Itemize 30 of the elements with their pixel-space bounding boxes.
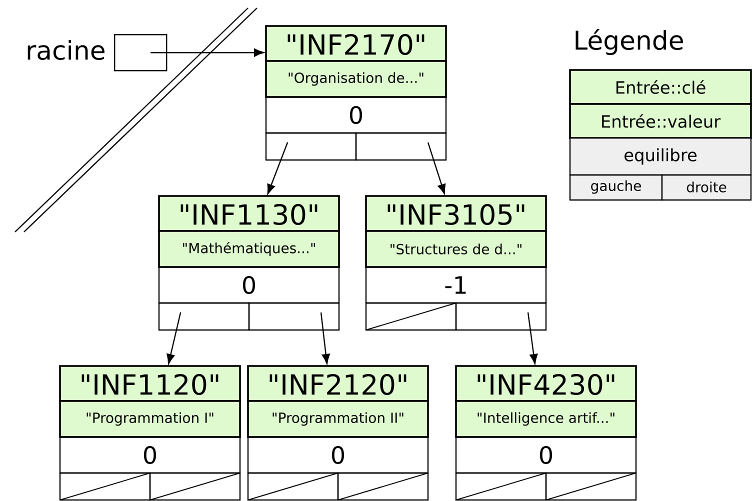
- value-cell: "Organisation de...": [265, 60, 447, 98]
- balance-cell: 0: [59, 436, 241, 474]
- balance-cell: 0: [455, 436, 637, 474]
- key-cell: "INF1120": [59, 365, 241, 402]
- balance-cell: 0: [265, 96, 447, 134]
- value-cell: "Structures de d...": [365, 230, 547, 268]
- key-cell: "INF1130": [158, 195, 340, 232]
- key-cell: "INF2170": [265, 25, 447, 62]
- key-cell: "INF3105": [365, 195, 547, 232]
- value-cell: Entrée::valeur: [569, 103, 752, 139]
- key-cell: "INF4230": [455, 365, 637, 402]
- key-cell: "INF2120": [247, 365, 429, 402]
- pointer-cell: droite: [661, 174, 752, 201]
- arrow: [427, 142, 446, 194]
- variable-label: racine: [28, 40, 104, 60]
- value-cell: "Programmation II": [247, 400, 429, 438]
- arrow: [150, 48, 264, 57]
- balance-cell: 0: [158, 266, 340, 304]
- pointer-cell: gauche: [569, 174, 663, 201]
- arrow: [320, 312, 330, 364]
- value-cell: "Mathématiques...": [158, 230, 340, 268]
- balance-cell: 0: [247, 436, 429, 474]
- balance-cell: -1: [365, 266, 547, 304]
- key-cell: Entrée::clé: [569, 69, 752, 105]
- arrow: [527, 312, 538, 364]
- arrow: [166, 312, 182, 364]
- value-cell: "Programmation I": [59, 400, 241, 438]
- legend-title: Légende: [576, 28, 683, 56]
- value-cell: "Intelligence artif...": [455, 400, 637, 438]
- arrow: [267, 142, 288, 194]
